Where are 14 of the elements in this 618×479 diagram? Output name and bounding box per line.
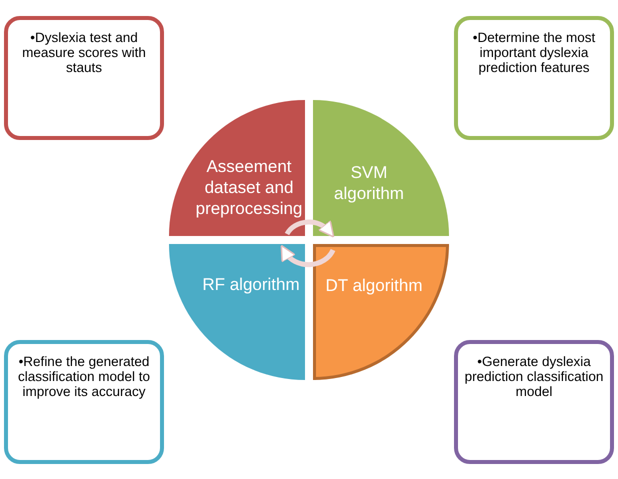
note-card xyxy=(454,16,614,140)
segment-label: RF algorithm xyxy=(201,274,301,295)
segment-label: SVM algorithm xyxy=(333,162,405,204)
curved-arrow xyxy=(284,220,335,238)
bullet-text: •Dyslexia test and measure scores with stauts xyxy=(21,30,147,75)
segment-label: DT algorithm xyxy=(324,275,424,296)
note-card xyxy=(4,340,164,464)
bullet-text: •Determine the most important dyslexia prediction features xyxy=(472,30,596,75)
curved-arrow xyxy=(280,244,336,268)
bullet-text: •Generate dyslexia prediction classification model xyxy=(464,354,604,399)
note-card xyxy=(4,16,164,140)
note-card xyxy=(454,340,614,464)
segment-label: Asseement dataset and preprocessing xyxy=(194,156,304,219)
bullet-text: •Refine the generated classification model to improve its accuracy xyxy=(16,354,152,399)
